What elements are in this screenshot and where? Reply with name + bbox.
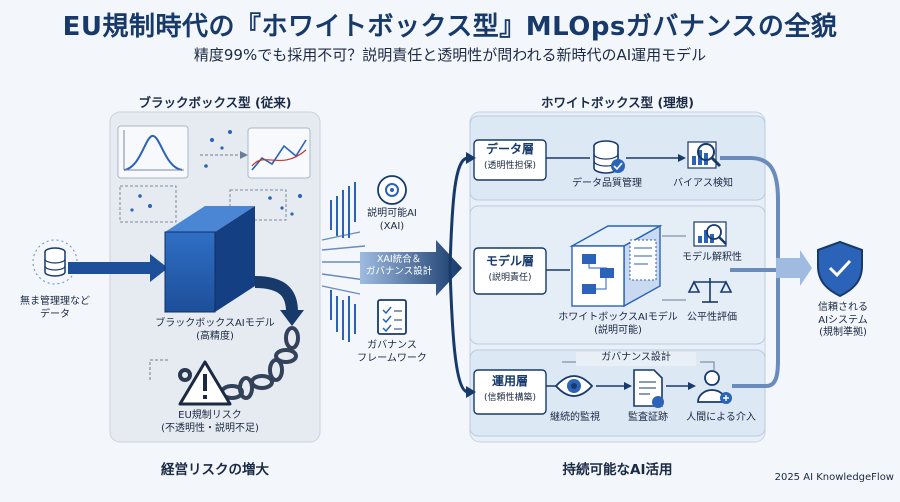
whitebox-cube-icon — [569, 224, 663, 308]
database-check-icon — [593, 140, 625, 174]
whitebox-model-label: ホワイトボックスAIモデル (説明可能) — [558, 312, 678, 336]
whitebox-heading: ホワイトボックス型 (理想) — [541, 95, 694, 110]
input-arrow — [68, 254, 168, 282]
checklist-icon — [377, 299, 407, 335]
scale-icon — [687, 278, 733, 303]
whitebox-footer: 持続可能なAI活用 — [562, 462, 673, 478]
bias-detection-label: バイアス検知 — [673, 178, 733, 189]
xai-label: 説明可能AI (XAI) — [367, 208, 417, 232]
data-layer-label: データ層 (透明性担保) — [483, 142, 537, 171]
trusted-ai-label: 信頼される AIシステム (規制準拠) — [818, 302, 868, 338]
interpretability-icon — [693, 221, 727, 247]
governance-framework-label: ガバナンス フレームワーク — [357, 340, 427, 364]
credit-text: 2025 AI KnowledgeFlow — [774, 472, 894, 483]
data-quality-label: データ品質管理 — [572, 178, 642, 189]
transition-arrow — [360, 240, 462, 296]
bias-search-icon — [687, 141, 722, 169]
warning-icon — [178, 360, 232, 406]
human-user-icon — [697, 370, 732, 404]
blackbox-model-label: ブラックボックスAIモデル (高精度) — [155, 318, 275, 342]
eye-icon — [554, 375, 594, 397]
output-arrow — [776, 250, 812, 286]
model-layer-label: モデル層 (説明責任) — [485, 254, 534, 283]
audit-trail-label: 監査証跡 — [628, 412, 668, 423]
fairness-evaluation-label: 公平性評価 — [687, 312, 737, 323]
eu-risk-label: EU規制リスク (不透明性・説明不足) — [161, 410, 259, 434]
page-title: EU規制時代の『ホワイトボックス型』MLOpsガバナンスの全貌 — [62, 12, 838, 42]
ops-governance-banner: ガバナンス設計 — [601, 352, 671, 363]
transition-arrow-label: XAI統合＆ ガバナンス設計 — [365, 254, 433, 277]
page-subtitle: 精度99%でも採用不可？説明責任と透明性が問われる新時代のAI運用モデル — [193, 46, 707, 64]
input-data-label: 無ま管理理など データ — [20, 296, 90, 320]
audit-document-icon — [633, 369, 664, 408]
human-intervention-label: 人間による介入 — [686, 412, 756, 423]
xai-brain-icon — [377, 175, 407, 205]
gear-icon — [178, 368, 192, 382]
shield-check-icon — [817, 240, 863, 298]
blackbox-footer: 経営リスクの増大 — [161, 462, 269, 478]
model-interpretability-label: モデル解釈性 — [682, 252, 742, 263]
blackbox-heading: ブラックボックス型 (従来) — [138, 95, 292, 110]
ops-layer-label: 運用層 (信頼性構築) — [483, 374, 537, 403]
blackbox-cube-icon — [164, 206, 255, 313]
monitoring-label: 継続的監視 — [550, 412, 600, 423]
